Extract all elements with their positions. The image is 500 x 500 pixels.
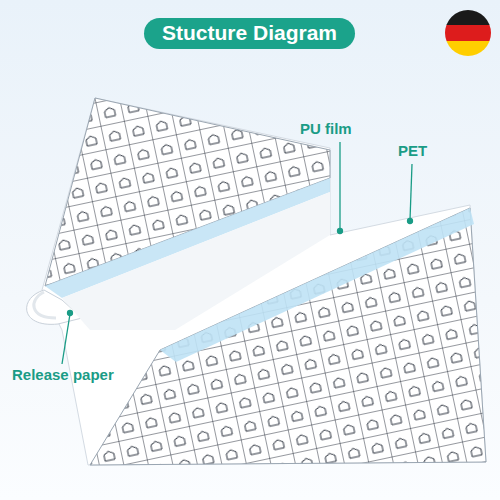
pet-flap bbox=[90, 208, 486, 465]
flag-icon bbox=[440, 8, 500, 61]
leader-line bbox=[410, 164, 412, 220]
part-label: PET bbox=[398, 142, 427, 160]
leader-dot bbox=[408, 219, 413, 224]
part-label: PU film bbox=[300, 120, 352, 138]
part-label: Release paper bbox=[12, 366, 114, 384]
leader-dot bbox=[338, 229, 343, 234]
pet-strip bbox=[160, 208, 474, 362]
leader-line bbox=[62, 314, 70, 364]
leader-line bbox=[339, 142, 340, 230]
release-paper bbox=[42, 98, 486, 465]
leader-dot bbox=[68, 311, 73, 316]
title-pill: Stucture Diagram bbox=[144, 18, 355, 49]
curl-shade bbox=[34, 292, 56, 318]
